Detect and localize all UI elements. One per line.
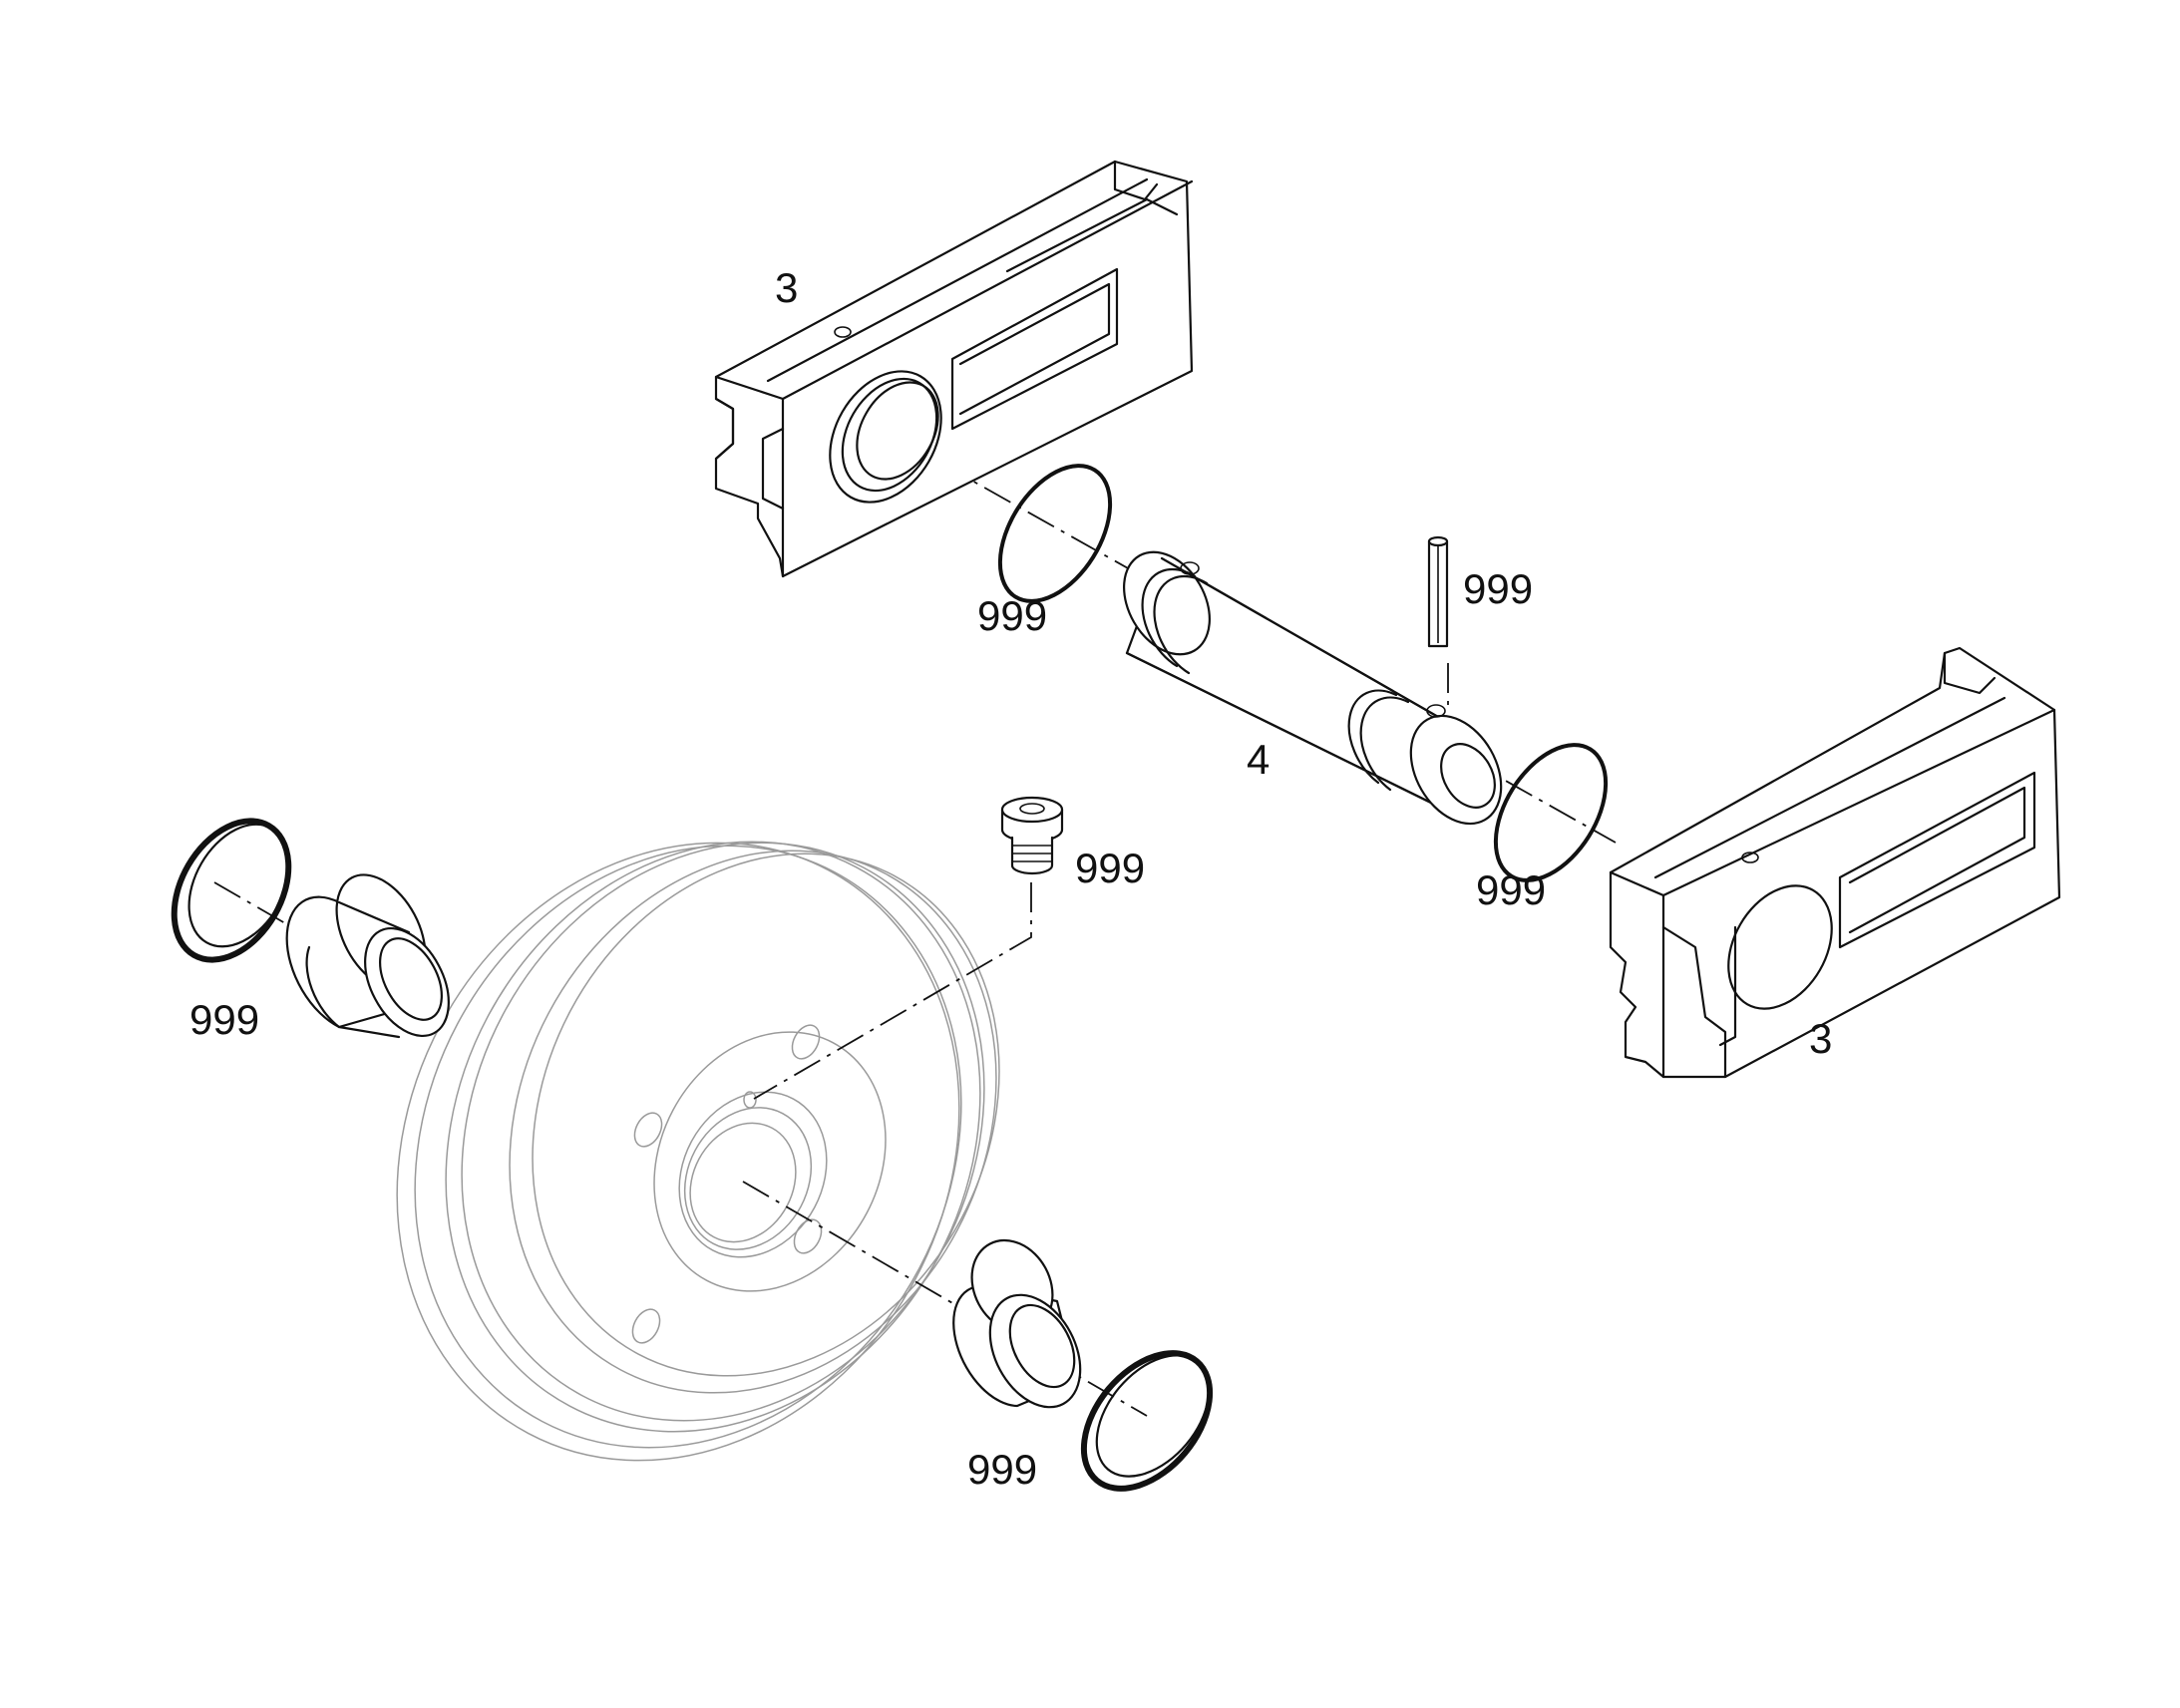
callout-oring-right: 999 — [1476, 866, 1546, 913]
seal-ring-left — [171, 818, 292, 963]
plug-screw — [1000, 796, 1064, 875]
callout-pin: 999 — [1463, 565, 1533, 612]
guide-frame-top — [714, 160, 1194, 578]
callout-ring-bottom: 999 — [967, 1446, 1037, 1493]
callout-ring-left: 999 — [189, 996, 259, 1043]
seal-ring-bottom — [1080, 1350, 1214, 1492]
bushing-bottom — [952, 1238, 1082, 1409]
callout-oring-top: 999 — [977, 592, 1047, 639]
callout-frame-bottom: 3 — [1809, 1015, 1832, 1062]
guide-frame-bottom — [1609, 646, 2061, 1079]
shaft — [1123, 550, 1503, 826]
callout-labels: 3 999 999 4 999 999 999 3 999 — [189, 264, 1832, 1493]
callout-plug-screw: 999 — [1075, 845, 1145, 891]
callout-frame-top: 3 — [775, 264, 798, 311]
bushing-left — [285, 873, 450, 1039]
idler-wheel — [396, 841, 1000, 1462]
pin — [1427, 535, 1449, 648]
o-ring-right — [1493, 743, 1609, 882]
o-ring-top — [997, 464, 1113, 603]
callout-shaft: 4 — [1247, 736, 1270, 783]
